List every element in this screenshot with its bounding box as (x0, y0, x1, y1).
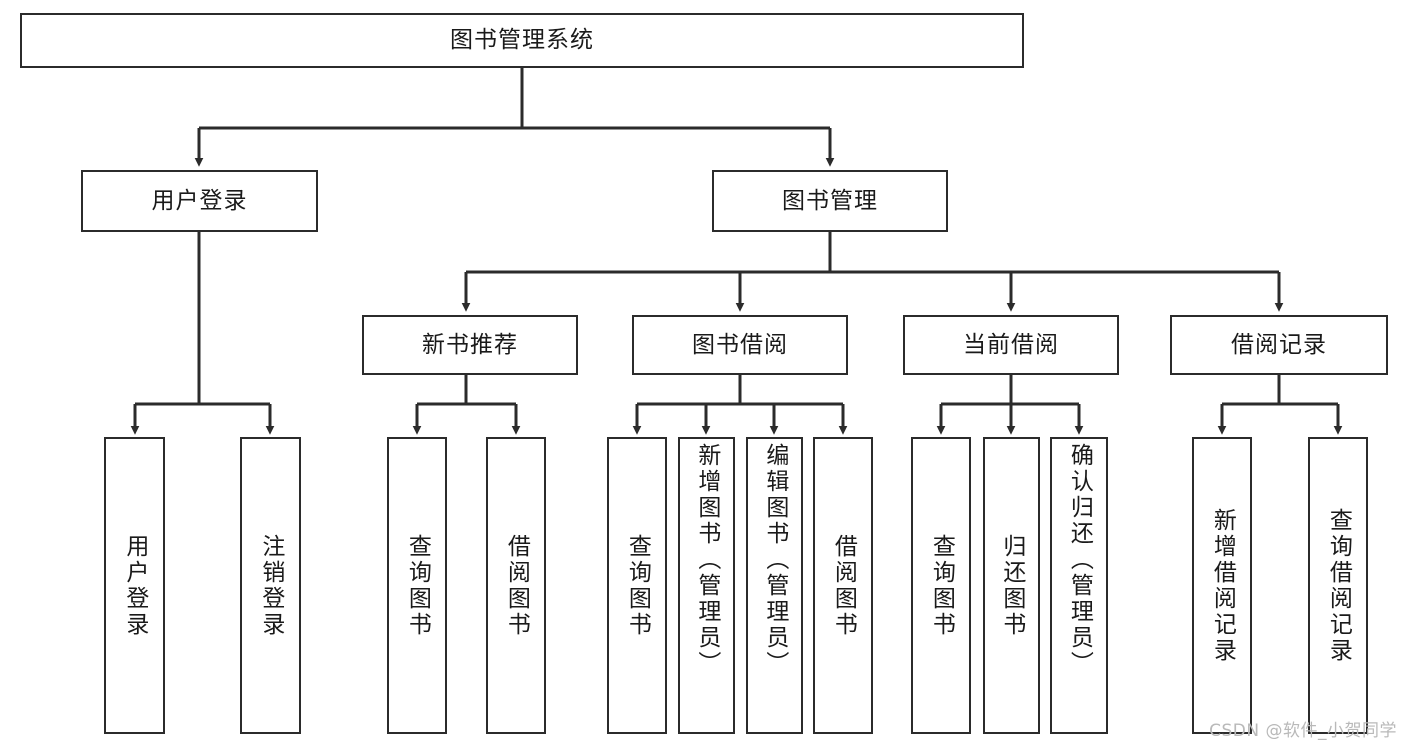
node-new-book-recommend[interactable]: 新书推荐 (362, 315, 578, 375)
node-label: 新增借阅记录 (1209, 507, 1236, 664)
node-label: 借阅图书 (830, 533, 857, 638)
leaf-query-book-recommend[interactable]: 查询图书 (387, 437, 447, 734)
node-label: 新书推荐 (422, 331, 518, 358)
node-label: 查询图书 (928, 533, 955, 638)
node-label: 查询图书 (404, 533, 431, 638)
node-label: 借阅记录 (1231, 331, 1327, 358)
node-label: 用户登录 (151, 187, 248, 214)
node-borrow-record[interactable]: 借阅记录 (1170, 315, 1388, 375)
edges-bookborrow-to-leaves (632, 375, 848, 435)
node-label: 查询借阅记录 (1325, 507, 1352, 664)
leaf-edit-book-admin[interactable]: 编辑图书（管理员） (746, 437, 803, 734)
node-label: 查询图书 (624, 533, 651, 638)
node-book-borrow[interactable]: 图书借阅 (632, 315, 848, 375)
node-label: 当前借阅 (963, 331, 1059, 358)
edges-root-to-level2 (194, 68, 835, 167)
leaf-confirm-return-admin[interactable]: 确认归还（管理员） (1050, 437, 1108, 734)
leaf-borrow-book[interactable]: 借阅图书 (813, 437, 873, 734)
node-book-manage[interactable]: 图书管理 (712, 170, 948, 232)
node-label: 新增图书（管理员） (693, 443, 720, 677)
leaf-borrow-book-recommend[interactable]: 借阅图书 (486, 437, 546, 734)
leaf-add-book-admin[interactable]: 新增图书（管理员） (678, 437, 735, 734)
node-label: 图书管理 (782, 187, 878, 214)
node-label: 用户登录 (121, 533, 148, 638)
leaf-query-book-borrow[interactable]: 查询图书 (607, 437, 667, 734)
leaf-return-book[interactable]: 归还图书 (983, 437, 1040, 734)
leaf-user-logout[interactable]: 注销登录 (240, 437, 301, 734)
node-label: 归还图书 (998, 533, 1025, 638)
leaf-add-borrow-record[interactable]: 新增借阅记录 (1192, 437, 1252, 734)
edges-userlogin-to-leaves (130, 232, 275, 435)
leaf-query-book-current[interactable]: 查询图书 (911, 437, 971, 734)
node-label: 确认归还（管理员） (1066, 443, 1093, 677)
node-label: 图书借阅 (692, 331, 788, 358)
edges-borrowrecord-to-leaves (1217, 375, 1343, 435)
edges-currentborrow-to-leaves (936, 375, 1084, 435)
node-label: 编辑图书（管理员） (761, 443, 788, 677)
node-label: 图书管理系统 (450, 27, 594, 54)
edges-bookmanage-to-level3 (461, 232, 1284, 312)
node-label: 借阅图书 (503, 533, 530, 638)
node-label: 注销登录 (257, 533, 284, 638)
node-user-login[interactable]: 用户登录 (81, 170, 318, 232)
edges-newbook-to-leaves (412, 375, 521, 435)
node-current-borrow[interactable]: 当前借阅 (903, 315, 1119, 375)
node-root-system[interactable]: 图书管理系统 (20, 13, 1024, 68)
leaf-user-login[interactable]: 用户登录 (104, 437, 165, 734)
leaf-query-borrow-record[interactable]: 查询借阅记录 (1308, 437, 1368, 734)
